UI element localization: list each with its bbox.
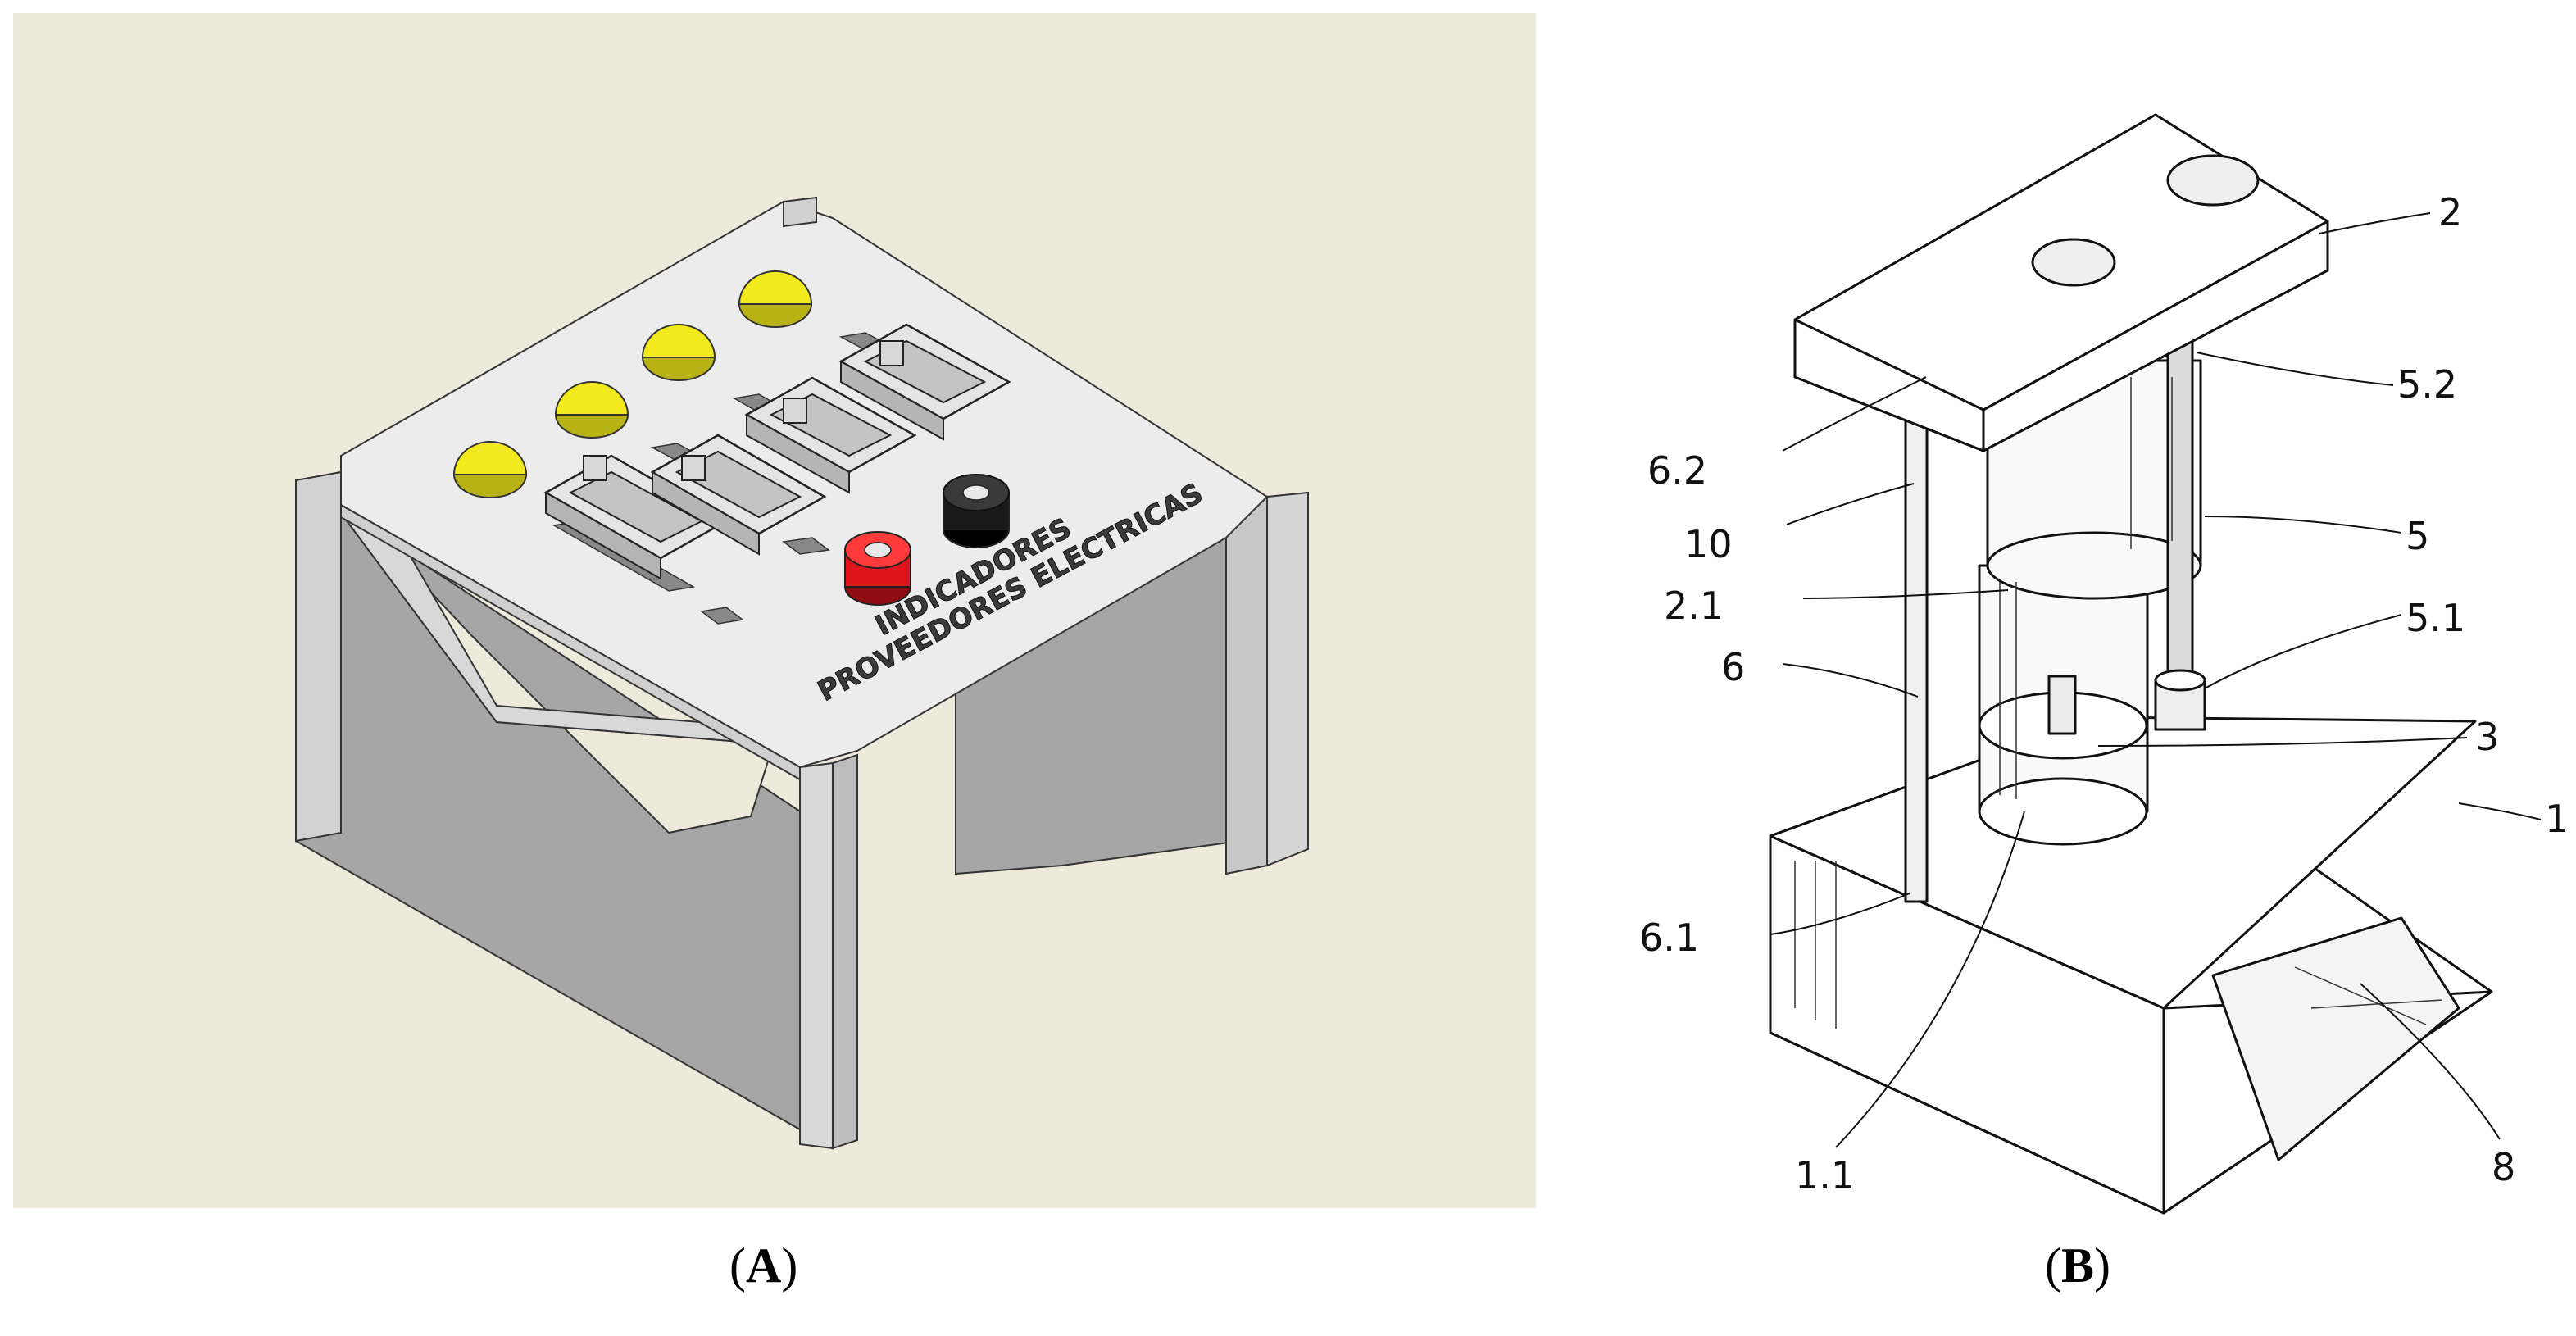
label-2-1: 2.1 bbox=[1664, 584, 1724, 628]
led-icon bbox=[554, 381, 629, 439]
left-side-wall bbox=[295, 470, 858, 1150]
label-5: 5 bbox=[2406, 514, 2429, 558]
isometric-board-drawing: INDICADORES PROVEEDORES ELECTRICAS bbox=[13, 13, 1536, 1208]
connector-icon bbox=[744, 376, 917, 494]
caption-a: (A) bbox=[729, 1238, 798, 1293]
caption-b: (B) bbox=[2045, 1238, 2110, 1293]
base-housing bbox=[1769, 716, 2493, 1215]
led-icon bbox=[641, 324, 716, 381]
red-terminal bbox=[844, 531, 911, 606]
display-window bbox=[2211, 916, 2460, 1161]
label-5-1: 5.1 bbox=[2406, 596, 2465, 640]
label-6-2: 6.2 bbox=[1647, 448, 1707, 493]
label-8: 8 bbox=[2492, 1145, 2515, 1189]
label-1: 1 bbox=[2545, 797, 2569, 841]
panel-a-render: INDICADORES PROVEEDORES ELECTRICAS bbox=[13, 13, 1536, 1208]
panel-b-line-drawing: 2 5.2 6.2 10 5 2.1 5.1 6 3 1 6.1 1.1 8 bbox=[1639, 25, 2574, 1221]
connector-icon bbox=[838, 323, 1011, 441]
connector-icon bbox=[650, 434, 827, 556]
connector-icon bbox=[543, 454, 729, 580]
db-connectors bbox=[543, 323, 1011, 580]
shading-lines bbox=[1794, 377, 2443, 1029]
sample-holder bbox=[1978, 564, 2149, 846]
label-6: 6 bbox=[1721, 645, 1745, 689]
led-icon bbox=[452, 441, 528, 498]
leader-lines bbox=[1770, 212, 2542, 1148]
led-icon bbox=[738, 270, 813, 328]
patent-style-drawing: 2 5.2 6.2 10 5 2.1 5.1 6 3 1 6.1 1.1 8 bbox=[1639, 113, 2569, 1215]
top-crossbar bbox=[1793, 113, 2329, 452]
label-3: 3 bbox=[2475, 715, 2499, 759]
label-5-2: 5.2 bbox=[2397, 362, 2457, 407]
black-terminal bbox=[943, 474, 1010, 548]
indicator-leds bbox=[452, 270, 813, 498]
label-10: 10 bbox=[1684, 522, 1733, 566]
label-2: 2 bbox=[2438, 190, 2462, 234]
part-labels: 2 5.2 6.2 10 5 2.1 5.1 6 3 1 6.1 1.1 8 bbox=[1639, 190, 2569, 1197]
label-6-1: 6.1 bbox=[1639, 916, 1699, 960]
label-1-1: 1.1 bbox=[1795, 1153, 1855, 1197]
guide-rod bbox=[1904, 375, 1929, 903]
